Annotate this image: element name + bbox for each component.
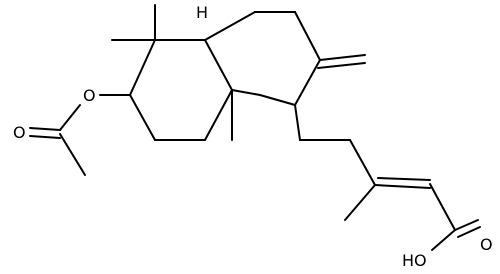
double-bond-line	[377, 177, 431, 181]
hydride-label: H	[196, 3, 208, 22]
gem-dimethyl	[111, 4, 156, 41]
bond	[294, 104, 301, 141]
double-bond-line	[319, 54, 366, 61]
c-oh-bond	[431, 229, 456, 251]
bond	[231, 89, 261, 96]
methyl-bond	[344, 184, 376, 221]
carbonyl-bond	[457, 226, 481, 238]
bond	[129, 94, 156, 141]
bond	[294, 59, 321, 106]
hydroxyl-label: HO	[402, 251, 427, 270]
bond	[129, 39, 156, 96]
double-bond-line	[374, 184, 431, 189]
carbonyl-bond	[454, 219, 479, 231]
side-chain	[294, 104, 481, 251]
ring-b	[204, 11, 321, 106]
bond	[259, 94, 296, 106]
double-bond-line	[317, 62, 366, 69]
bond	[204, 11, 256, 41]
acetate-group	[29, 94, 131, 176]
carbonyl-bond	[29, 127, 61, 131]
carbonyl-bond	[29, 135, 61, 139]
ring-a	[129, 39, 233, 141]
bond	[204, 89, 233, 141]
bond	[349, 139, 376, 186]
ester-oxygen-label: O	[83, 86, 96, 105]
acid-carbonyl-oxygen-label: O	[480, 235, 493, 254]
methyl-bond	[59, 133, 86, 176]
o-c-bond	[59, 104, 81, 131]
bond	[294, 11, 321, 61]
bond	[204, 39, 233, 91]
bond	[429, 183, 456, 231]
exocyclic-methylene	[317, 54, 366, 69]
ester-carbonyl-oxygen-label: O	[13, 123, 26, 142]
